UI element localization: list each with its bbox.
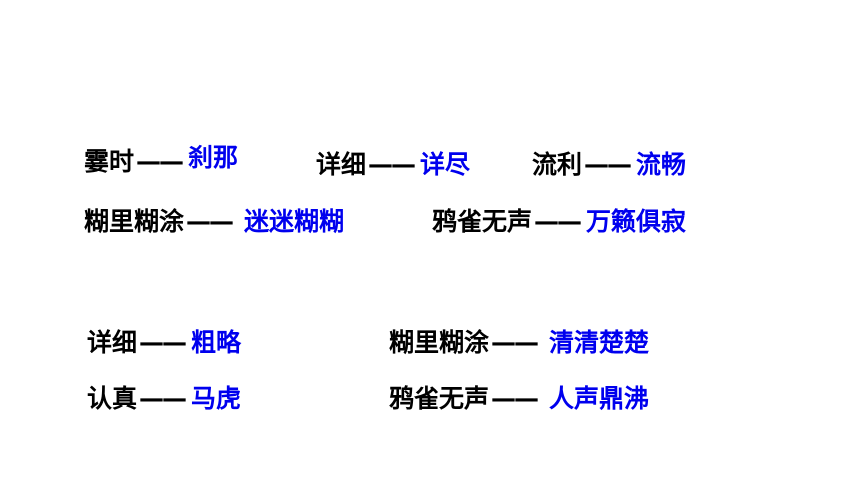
term-text: 详细 xyxy=(316,150,367,179)
term-text: 糊里糊涂 xyxy=(84,207,185,236)
synonym-pair-4: 糊里糊涂 —— 迷迷糊糊 xyxy=(84,207,344,237)
answer-text: 清清楚楚 xyxy=(549,328,650,357)
dash-separator: —— xyxy=(368,150,416,179)
term-text: 鸦雀无声 xyxy=(432,207,533,236)
synonym-pair-5: 鸦雀无声 —— 万籁俱寂 xyxy=(432,207,686,237)
answer-text: 万籁俱寂 xyxy=(586,207,687,236)
dash-separator: —— xyxy=(534,207,582,236)
dash-separator: —— xyxy=(491,328,539,357)
dash-separator: —— xyxy=(584,150,632,179)
antonym-pair-3: 认真 —— 马虎 xyxy=(87,384,241,414)
dash-separator: —— xyxy=(136,147,184,176)
dash-separator: —— xyxy=(186,207,234,236)
answer-text: 粗略 xyxy=(191,328,242,357)
antonym-pair-2: 糊里糊涂 —— 清清楚楚 xyxy=(389,328,649,358)
antonym-pair-4: 鸦雀无声 —— 人声鼎沸 xyxy=(389,384,649,414)
answer-text: 马虎 xyxy=(191,384,242,413)
answer-text: 人声鼎沸 xyxy=(549,384,650,413)
answer-text: 刹那 xyxy=(188,143,239,172)
answer-text: 详尽 xyxy=(420,150,471,179)
synonym-pair-2: 详细 —— 详尽 xyxy=(316,150,470,180)
answer-text: 流畅 xyxy=(636,150,687,179)
synonym-pair-3: 流利 —— 流畅 xyxy=(532,150,686,180)
dash-separator: —— xyxy=(139,328,187,357)
antonym-pair-1: 详细 —— 粗略 xyxy=(87,328,241,358)
term-text: 流利 xyxy=(532,150,583,179)
synonym-pair-1: 霎时 —— 刹那 xyxy=(84,143,238,177)
term-text: 详细 xyxy=(87,328,138,357)
term-text: 糊里糊涂 xyxy=(389,328,490,357)
dash-separator: —— xyxy=(491,384,539,413)
term-text: 鸦雀无声 xyxy=(389,384,490,413)
dash-separator: —— xyxy=(139,384,187,413)
term-text: 霎时 xyxy=(84,147,135,176)
answer-text: 迷迷糊糊 xyxy=(244,207,345,236)
term-text: 认真 xyxy=(87,384,138,413)
